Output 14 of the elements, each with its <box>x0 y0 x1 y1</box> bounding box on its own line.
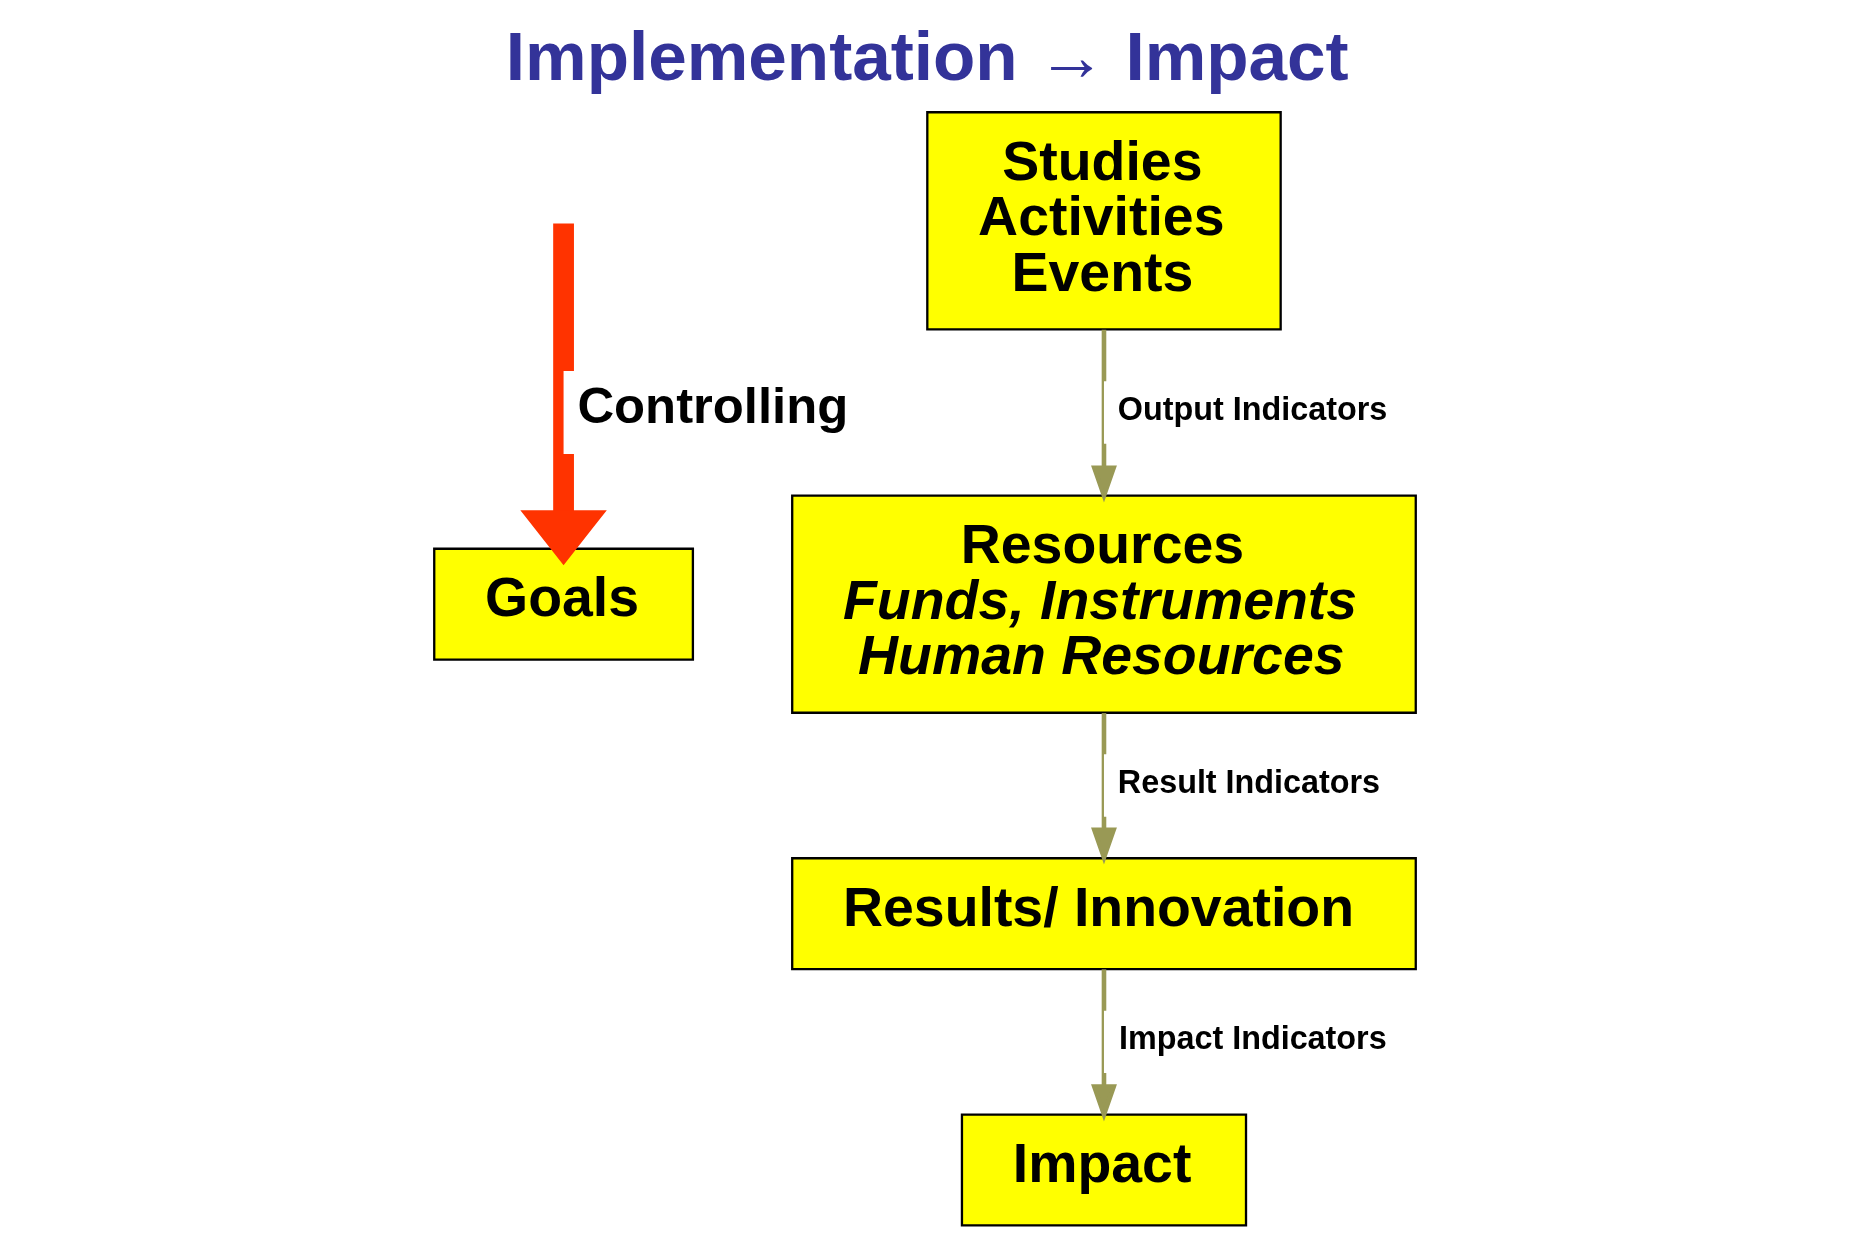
node-box: Goals <box>433 547 695 661</box>
edge-label: Controlling <box>577 377 849 435</box>
arrow <box>1091 713 1117 865</box>
node-box: Impact <box>960 1113 1248 1227</box>
edge-label: Impact Indicators <box>1119 1020 1387 1057</box>
arrow <box>1091 329 1117 503</box>
edge-label: Result Indicators <box>1117 763 1381 800</box>
arrow <box>520 223 607 566</box>
arrow <box>1091 969 1117 1122</box>
node-box: Results/ Innovation <box>791 857 1417 971</box>
node-box: Studies Activities Events <box>926 111 1282 331</box>
edge-label: Output Indicators <box>1117 390 1388 427</box>
node-box: Resources Funds, Instruments Human Resources <box>791 494 1417 714</box>
diagram-title: Implementation → Impact <box>505 16 1349 95</box>
